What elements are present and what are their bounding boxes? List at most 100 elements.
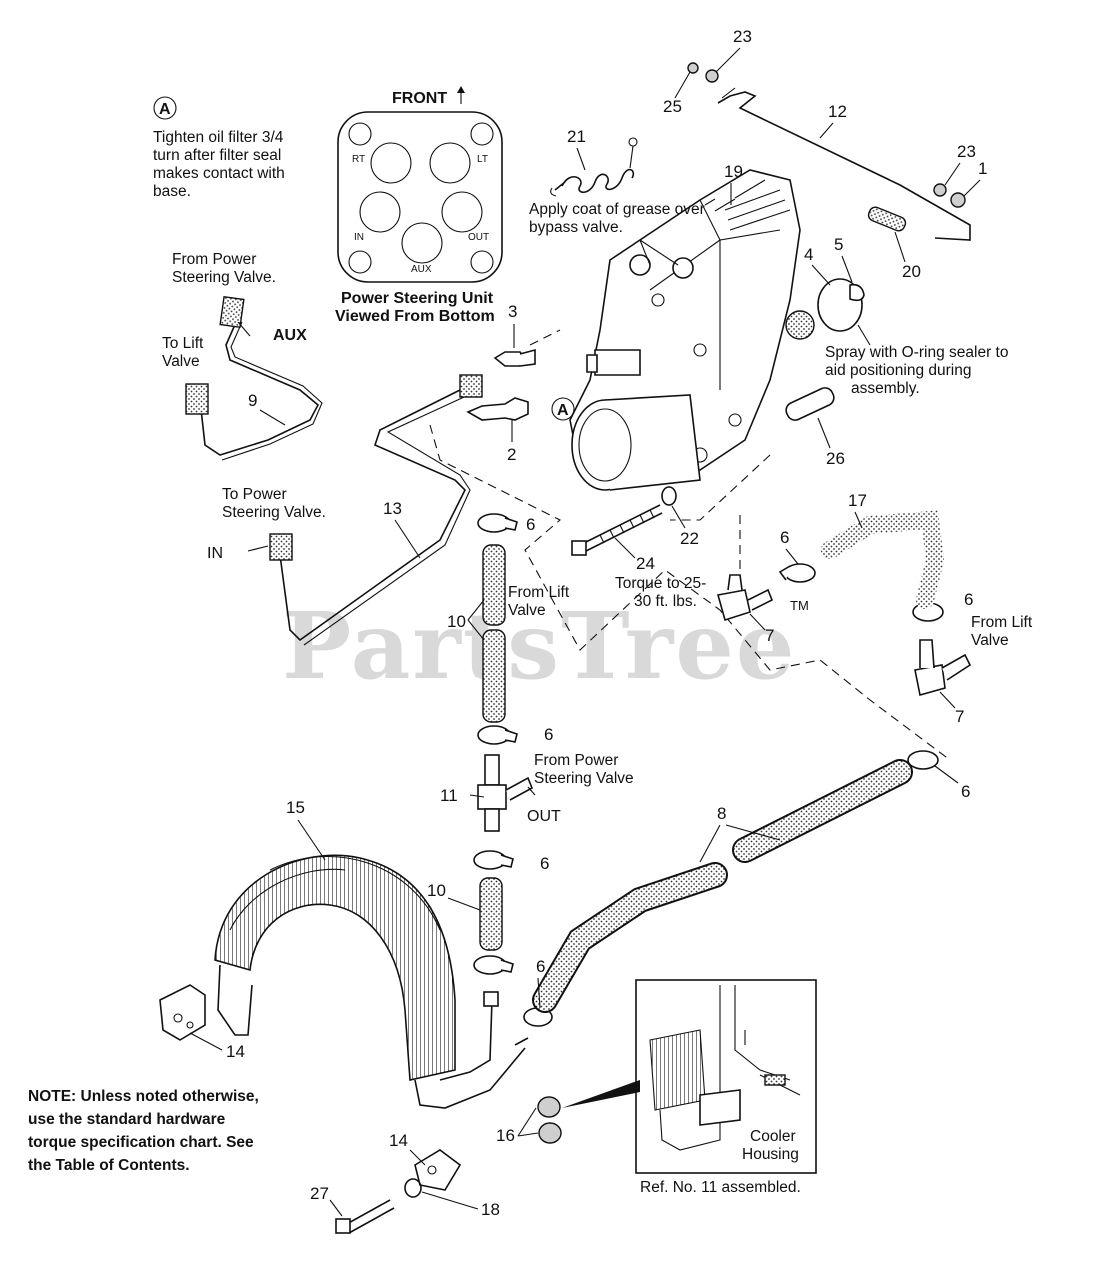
label-grease-2: bypass valve. [529, 219, 623, 236]
callout-numbers: 23 25 12 23 1 21 19 20 4 5 3 2 9 13 26 1… [189, 27, 987, 1219]
steering-caption-2: Viewed From Bottom [335, 308, 495, 325]
callout-12: 12 [828, 102, 847, 121]
callout-13: 13 [383, 499, 402, 518]
port-aux [401, 222, 443, 264]
grommet-16-b [538, 1122, 562, 1144]
callout-6-f: 6 [540, 854, 549, 873]
label-torque-1: Torque to 25- [615, 575, 706, 592]
label-from-ps-valve-top-1: From Power [172, 251, 256, 268]
callout-10-top: 10 [447, 612, 466, 631]
label-to-ps-valve-1: To Power [222, 486, 287, 503]
callout-6-d: 6 [544, 725, 553, 744]
clamp-6-right-c [907, 750, 939, 770]
callout-16: 16 [496, 1126, 515, 1145]
callout-19: 19 [724, 162, 743, 181]
general-note-line-1: NOTE: Unless noted otherwise, [28, 1088, 259, 1105]
port-lt [429, 142, 471, 184]
tube-26 [785, 387, 835, 421]
note-a-line-4: base. [153, 183, 191, 200]
callout-14-bottom: 14 [389, 1131, 408, 1150]
dashed-assembly-line-1 [429, 424, 951, 761]
watermark-tm: TM [790, 598, 809, 613]
label-from-ps-valve-top-2: Steering Valve. [172, 269, 276, 286]
steering-unit-bottom-view: FRONT RT LT IN OUT AUX Power Steering Un… [335, 86, 503, 325]
label-from-ps-mid-1: From Power [534, 752, 618, 769]
callout-3: 3 [508, 302, 517, 321]
clamp-6-mid [477, 725, 518, 745]
label-out: OUT [527, 808, 561, 825]
port-in-label: IN [354, 232, 364, 243]
label-from-lift-right-1: From Lift [971, 614, 1033, 631]
elbow-fitting-7-a [716, 574, 774, 622]
callout-10-bottom: 10 [427, 881, 446, 900]
callout-20: 20 [902, 262, 921, 281]
tube-13 [269, 374, 483, 646]
spring-21 [550, 137, 638, 197]
bracket-14-left [159, 984, 206, 1041]
label-torque-2: 30 ft. lbs. [634, 593, 697, 610]
note-a-line-2: turn after filter seal [153, 147, 281, 164]
callout-27: 27 [310, 1184, 329, 1203]
general-note: NOTE: Unless noted otherwise, use the st… [28, 1088, 259, 1174]
callout-6-e: 6 [961, 782, 970, 801]
hose-17 [821, 510, 945, 609]
callout-7-b: 7 [955, 707, 964, 726]
callout-8: 8 [717, 804, 726, 823]
label-from-lift-mid-1: From Lift [508, 584, 570, 601]
hose-8-upper [734, 761, 911, 861]
general-note-line-2: use the standard hardware [28, 1111, 226, 1128]
oil-cooler-15 [214, 854, 529, 1109]
clamp-6-right-a [778, 563, 816, 583]
callout-26: 26 [826, 449, 845, 468]
label-to-lift-valve-1: To Lift [162, 335, 204, 352]
tube-9 [185, 295, 323, 461]
bolt-24 [571, 504, 663, 556]
callout-4: 4 [804, 245, 813, 264]
label-oring-1: Spray with O-ring sealer to [825, 344, 1009, 361]
hose-10-lower [479, 877, 503, 951]
label-ref-assembled: Ref. No. 11 assembled. [640, 1179, 801, 1196]
diagram-labels: From Power Steering Valve. AUX To Lift V… [162, 201, 1033, 1196]
clamp-6-bottom [473, 955, 514, 975]
callout-15: 15 [286, 798, 305, 817]
note-a-line-3: makes contact with [153, 165, 285, 182]
port-out [441, 191, 483, 233]
callout-9: 9 [248, 391, 257, 410]
label-grease-1: Apply coat of grease over [529, 201, 705, 218]
grommet-16-a [537, 1096, 561, 1118]
label-from-lift-right-2: Valve [971, 632, 1009, 649]
label-from-ps-mid-2: Steering Valve [534, 770, 634, 787]
callout-1: 1 [978, 159, 987, 178]
steering-caption-1: Power Steering Unit [341, 290, 494, 307]
inset-cooler-housing [635, 979, 817, 1174]
note-a: A Tighten oil filter 3/4 turn after filt… [153, 96, 285, 200]
tee-fitting-11 [477, 754, 534, 832]
fitting-2 [466, 397, 529, 421]
callout-6-c: 6 [964, 590, 973, 609]
label-oring-2: aid positioning during [825, 362, 972, 379]
callout-5: 5 [834, 235, 843, 254]
washer-22 [661, 486, 677, 506]
note-a-marker-circle [153, 96, 177, 120]
hydraulic-pump [569, 169, 815, 491]
callout-6-g: 6 [536, 957, 545, 976]
bracket-14-bottom [414, 1149, 462, 1191]
hose-10-upper [482, 544, 506, 626]
callout-7-a: 7 [765, 626, 774, 645]
callout-14-left: 14 [226, 1042, 245, 1061]
bolt-27 [335, 1199, 395, 1234]
label-from-lift-mid-2: Valve [508, 602, 546, 619]
callout-22: 22 [680, 529, 699, 548]
hose-8-lower [534, 864, 726, 1011]
note-a-line-1: Tighten oil filter 3/4 [153, 129, 284, 146]
fitting-3 [493, 348, 536, 367]
callout-18: 18 [481, 1200, 500, 1219]
inset-pointer [562, 1080, 640, 1108]
label-to-ps-valve-2: Steering Valve. [222, 504, 326, 521]
port-out-label: OUT [468, 232, 489, 243]
oil-filter-marker: A [557, 402, 569, 419]
callout-11: 11 [440, 786, 458, 805]
steering-unit-outline [337, 111, 503, 283]
label-oring-3: assembly. [851, 380, 920, 397]
